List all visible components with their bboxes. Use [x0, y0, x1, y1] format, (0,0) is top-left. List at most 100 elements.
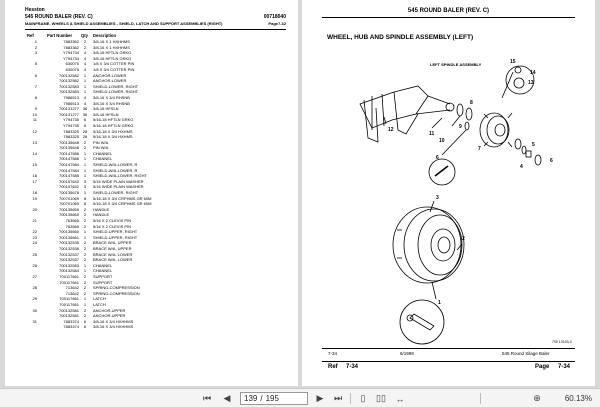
row-part-number: 7883362 — [63, 44, 79, 50]
row-part-number: 700135648 — [58, 145, 79, 151]
row-ref: 13 — [32, 139, 37, 145]
row-qty: 2 — [83, 240, 87, 246]
row-part-number: 713642 — [65, 290, 79, 296]
row-qty: 4 — [83, 55, 87, 61]
row-part-number: 7883325 — [63, 128, 79, 134]
row-description: SHIELD-W/A-LOWER, R — [93, 167, 138, 173]
footer-page: 7-34 — [328, 351, 338, 356]
row-description: 3/8-16 X 3/4 RHSNB — [93, 100, 130, 106]
row-part-number: 700131277 — [58, 106, 79, 112]
zoom-level[interactable]: 60.13% — [564, 394, 592, 403]
row-description: SHIELD-LOWER, RIGHT — [93, 190, 139, 196]
row-part-number: 700701069 — [58, 195, 79, 201]
prev-page-button[interactable]: ◀ — [220, 392, 234, 405]
fit-width-button[interactable]: ↔ — [393, 392, 407, 405]
row-part-number: 700132537 — [58, 257, 79, 263]
callout-2: 2 — [462, 236, 465, 242]
row-part-number: 700135660 — [58, 212, 79, 218]
diagram-title: WHEEL, HUB AND SPINDLE ASSEMBLY (LEFT) — [327, 34, 474, 41]
row-qty: 2 — [83, 139, 87, 145]
callout-4: 4 — [520, 164, 523, 170]
zoom-button[interactable]: ⊕ — [530, 392, 544, 405]
row-description: 3/8-16 X 3/4 HXHHMS — [93, 324, 134, 330]
row-part-number: 700132535 — [58, 240, 79, 246]
row-qty: 1 — [83, 190, 87, 196]
row-description: 3/8-16 HFSLN — [93, 111, 119, 117]
footer-page-val: 7-34 — [558, 364, 571, 370]
row-description: 3/8-16 X 3/4 RHSNB — [93, 94, 130, 100]
two-page-view-button[interactable]: ▯▯ — [373, 392, 389, 405]
row-description: 1/8 X 3/4 COTTER PIN — [93, 66, 135, 72]
footer-ref-label: Ref — [328, 364, 338, 370]
row-part-number: 700147585 — [58, 173, 79, 179]
section-title: MAINFRAME, WHEELS & SHIELD ASSEMBLIES - … — [25, 21, 223, 26]
row-description: ANCHOR-LOWER — [93, 72, 127, 78]
row-description: 3/8-16 X 1 HXHHMS — [93, 39, 130, 44]
row-description: BRACE W/A, UPPER — [93, 245, 132, 251]
row-description: 3/8-16 X 3/4 HXHHMS — [93, 318, 134, 324]
right-title: 545 ROUND BALER (REV. C) — [407, 8, 490, 14]
row-qty: 2 — [83, 251, 87, 257]
row-ref: 21 — [32, 218, 37, 223]
last-page-button[interactable]: ⏭ — [331, 392, 345, 405]
row-qty: 1 — [83, 150, 87, 156]
row-ref: 11 — [32, 117, 37, 123]
row-description: HANDLE — [93, 206, 110, 212]
row-qty: 4 — [83, 50, 87, 56]
row-description: SHIELD-UPPER, RIGHT — [93, 229, 138, 235]
row-part-number: 700147584 — [58, 167, 79, 173]
row-description: 3/8-16 HFTLN GRKG — [93, 50, 132, 56]
row-ref: 2 — [34, 44, 37, 50]
row-description: HANDLE — [93, 212, 110, 218]
toolbar-separator — [350, 393, 351, 404]
spindle-label: LEFT SPINDLE ASSEMBLY — [430, 62, 482, 67]
next-page-button[interactable]: ▶ — [313, 392, 327, 405]
row-part-number: 700117661 — [59, 296, 79, 302]
callout-3: 3 — [436, 195, 439, 201]
row-part-number: 700132537 — [58, 251, 79, 257]
row-ref: 15 — [32, 162, 37, 168]
callout-5: 5 — [532, 142, 535, 148]
row-ref: 6 — [34, 72, 37, 78]
row-description: 5/16-18 X 3/4 HXHMS — [93, 134, 133, 140]
toolbar-separator-2 — [480, 393, 481, 404]
first-page-button[interactable]: ⏮ — [200, 392, 214, 405]
row-qty: 28 — [82, 134, 88, 140]
page-number-input[interactable]: 139 / 195 — [240, 392, 308, 405]
row-part-number: 700157642 — [58, 184, 79, 190]
detail-circle-left — [428, 158, 456, 186]
col-qty: Qty — [81, 33, 88, 38]
row-qty: 1 — [83, 162, 87, 168]
row-qty: 2 — [83, 44, 87, 50]
footer-rule-2 — [322, 361, 575, 362]
row-qty: 1 — [83, 229, 87, 235]
spindle-assembly — [359, 85, 455, 143]
row-ref: 31 — [32, 318, 37, 324]
row-description: 5/16 X 2 CLEVIS PIN — [93, 223, 132, 229]
callout-8: 8 — [470, 100, 473, 106]
row-part-number: 700132536 — [58, 245, 79, 251]
row-description: ANCHOR-LOWER — [93, 78, 127, 84]
row-description: 3/8-16 HFSLN — [93, 106, 119, 112]
row-part-number: 700147586 — [58, 150, 79, 156]
row-description: SHIELD-W/A-LOWER, R — [93, 162, 138, 168]
single-page-view-button[interactable]: ▯ — [356, 392, 370, 405]
row-part-number: 763565 — [65, 218, 79, 223]
row-description: CHANNEL — [93, 262, 113, 268]
callout-10: 10 — [439, 138, 445, 144]
row-qty: 4 — [83, 66, 87, 72]
